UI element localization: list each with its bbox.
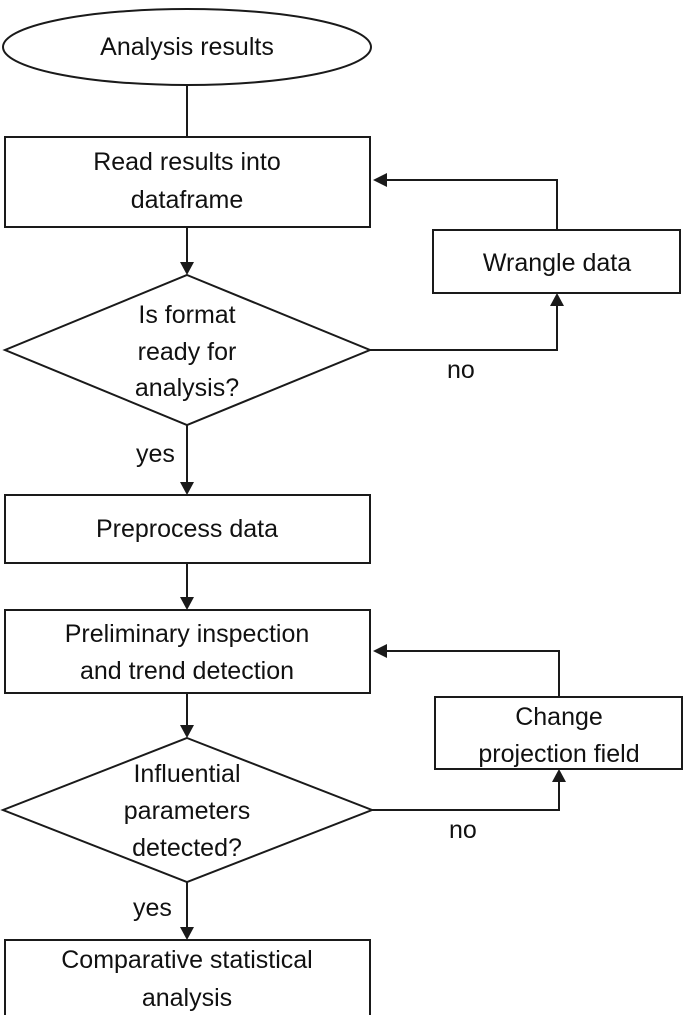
influential-check-line1: Influential [133,760,240,788]
read-label-line1: Read results into [93,148,281,176]
comparative-label-line1: Comparative statistical [61,946,312,974]
inspection-label-line2: and trend detection [80,657,294,685]
wrangle-label: Wrangle data [483,249,631,277]
change-projection-line2: projection field [478,740,639,768]
start-label: Analysis results [100,33,274,61]
inspection-box [4,609,371,694]
inspection-label-line1: Preliminary inspection [65,620,310,648]
arrowhead-format [180,262,194,275]
format-check-line2: ready for [138,338,237,366]
change-projection-line1: Change [515,703,603,731]
edge-change-to-inspection [387,650,560,697]
start-terminal [2,8,372,86]
comparative-label-line2: analysis [142,984,232,1012]
arrowhead-change [552,769,566,782]
edge-format-no-to-wrangle [370,306,558,351]
arrowhead-comparative [180,927,194,940]
edge-wrangle-to-read [387,179,558,230]
format-yes-label: yes [136,440,175,468]
arrowhead-read [373,173,387,187]
arrowhead-preprocess [180,482,194,495]
change-projection-box [434,696,683,770]
edge-influential-no-to-change [372,782,560,811]
format-no-label: no [447,356,475,384]
wrangle-data-box [432,229,681,294]
read-dataframe-box [4,136,371,228]
preprocess-label: Preprocess data [96,515,278,543]
format-check-line3: analysis? [135,374,239,402]
read-label-line2: dataframe [131,186,244,214]
format-check-decision [2,273,373,427]
arrowhead-wrangle [550,293,564,306]
influential-check-line2: parameters [124,797,250,825]
preprocess-box [4,494,371,564]
arrowhead-inspection-loop [373,644,387,658]
influential-yes-label: yes [133,894,172,922]
arrowhead-inspection [180,597,194,610]
arrowhead-influential [180,725,194,738]
influential-check-decision [0,736,375,884]
influential-no-label: no [449,816,477,844]
influential-check-line3: detected? [132,834,242,862]
format-check-line1: Is format [138,301,235,329]
